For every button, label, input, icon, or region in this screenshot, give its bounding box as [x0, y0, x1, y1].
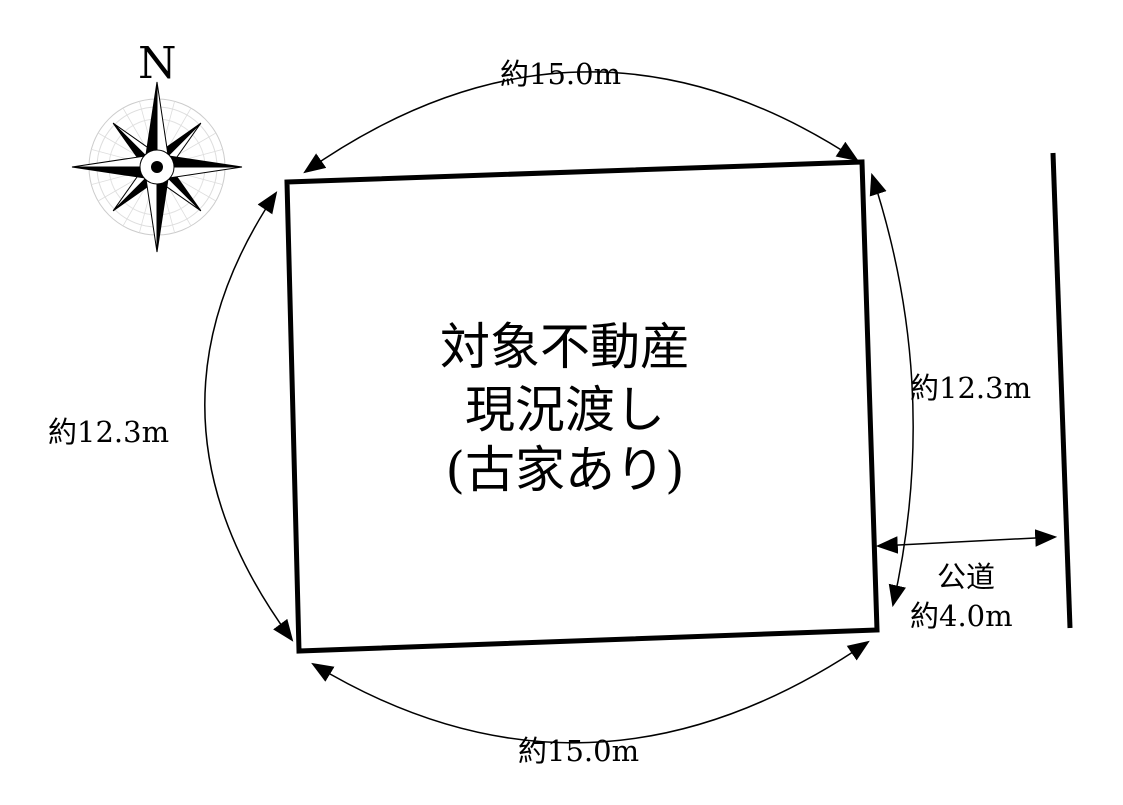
dimension-label-top: 約15.0m [500, 57, 622, 91]
dimension-label-left: 約12.3m [48, 415, 170, 449]
north-label: N [138, 38, 177, 89]
road-width-arrow [875, 529, 1058, 554]
compass-rose-icon [71, 81, 243, 253]
road-edge-line [1050, 152, 1073, 629]
dimension-label-bottom: 約15.0m [518, 734, 640, 768]
dimension-arc-left [204, 191, 294, 642]
property-title-line-2: 現況渡し [465, 381, 665, 439]
road-label: 公道 [937, 560, 996, 594]
property-title-line-3: (古家あり) [445, 441, 685, 499]
dimension-arc-bottom [311, 640, 870, 744]
dimension-arc-right [869, 172, 914, 608]
property-title-line-1: 対象不動産 [440, 318, 690, 376]
dimension-label-right: 約12.3m [910, 371, 1032, 405]
road-width-label: 約4.0m [910, 599, 1013, 633]
dimension-arc-top [303, 71, 859, 174]
